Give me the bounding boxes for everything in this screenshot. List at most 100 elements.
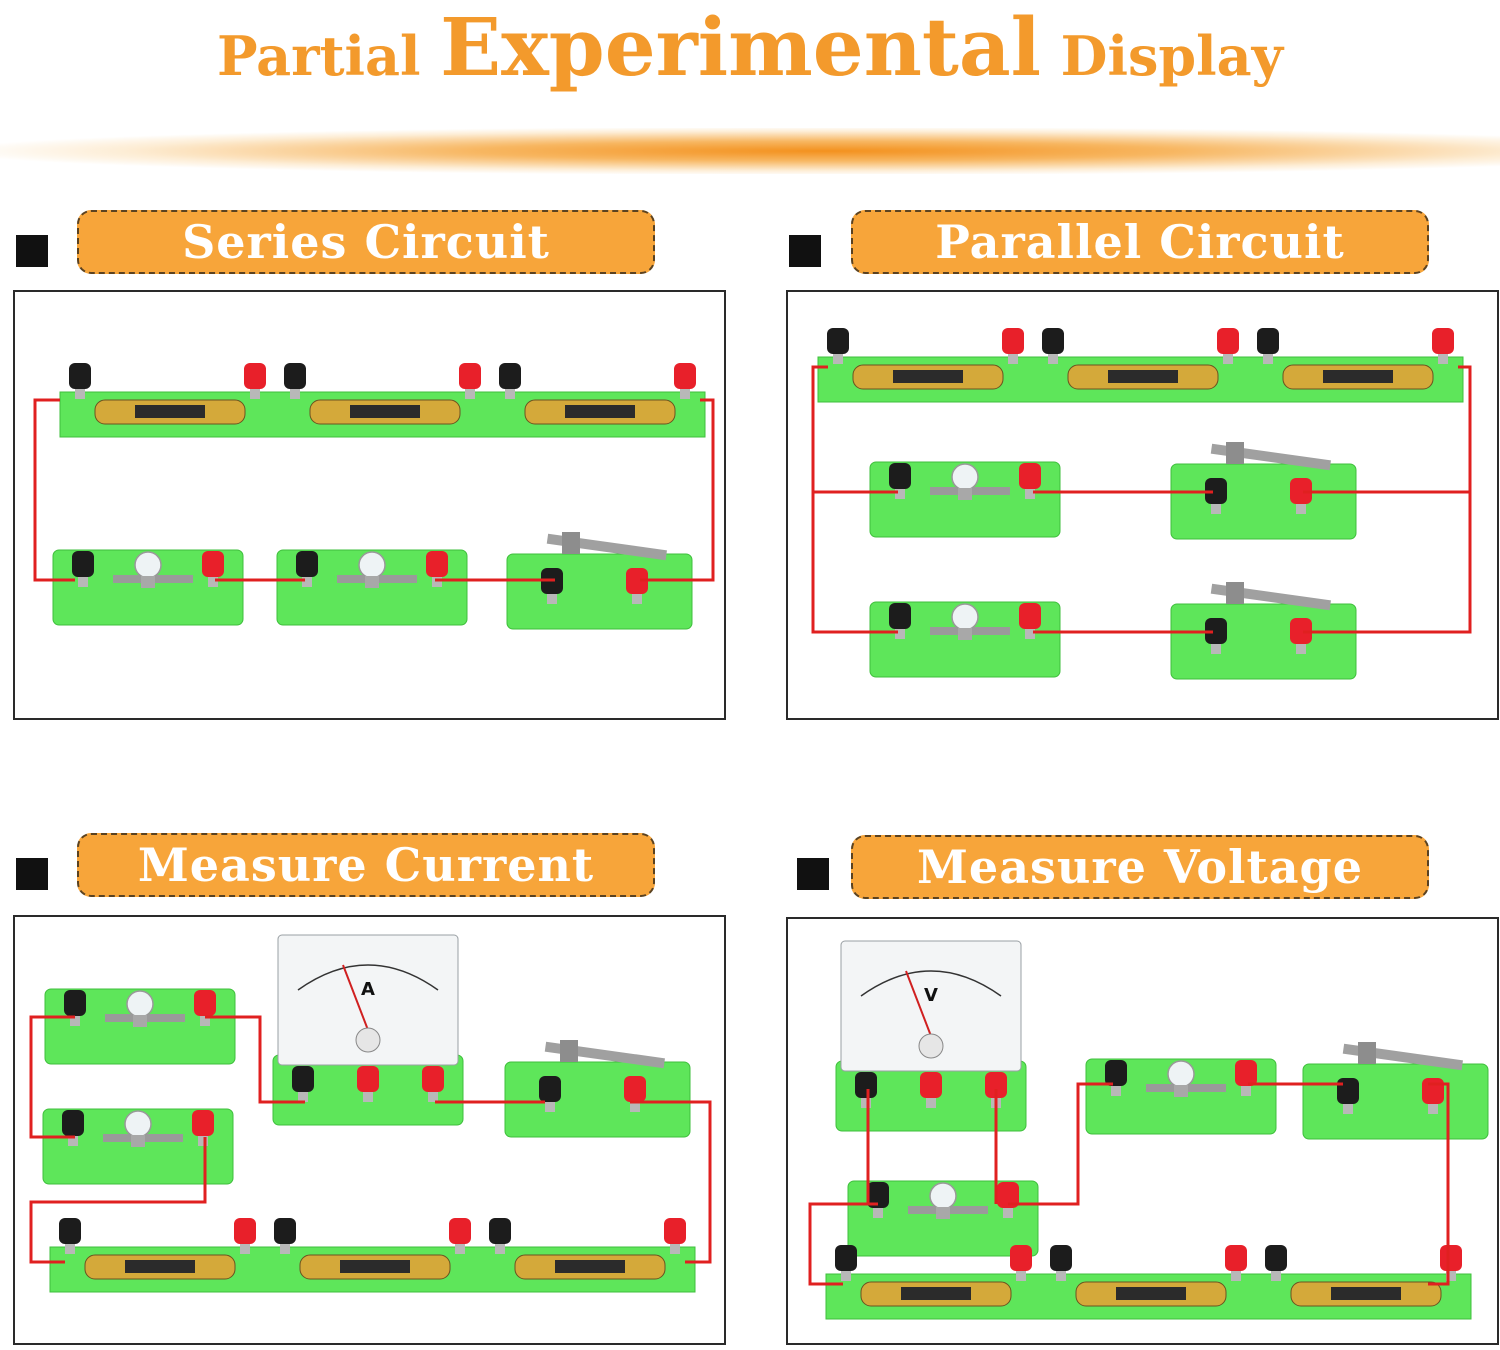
red-terminal-post (357, 1066, 379, 1102)
black-terminal-post (1042, 328, 1064, 364)
red-terminal-post (202, 551, 224, 587)
battery-label (125, 1260, 195, 1273)
red-terminal-post (1290, 618, 1312, 654)
bulb-socket (958, 628, 972, 640)
black-terminal-post (827, 328, 849, 364)
bulb-socket (958, 488, 972, 500)
battery-label (350, 405, 420, 418)
wire (1428, 1082, 1450, 1286)
section-bullet-current (16, 858, 48, 890)
wire (33, 398, 75, 582)
title-word-partial: Partial (216, 24, 421, 88)
measure-current-illustration: A (29, 934, 712, 1293)
red-terminal-post (1019, 463, 1041, 499)
black-terminal-post (889, 463, 911, 499)
title-word-experimental: Experimental (440, 0, 1042, 94)
red-terminal-post (624, 1076, 646, 1112)
wire (29, 1137, 207, 1264)
wire (29, 1015, 75, 1139)
red-terminal-post (920, 1072, 942, 1108)
bulb-socket (131, 1135, 145, 1147)
ammeter-needle (342, 964, 369, 1031)
ammeter-adjust-knob (355, 1027, 381, 1053)
wire (808, 1202, 878, 1286)
light-bulb-icon (134, 551, 162, 579)
wire (1303, 365, 1472, 634)
battery-label (893, 370, 963, 383)
red-terminal-post (1019, 603, 1041, 639)
battery-label (565, 405, 635, 418)
light-bulb-icon (126, 990, 154, 1018)
black-terminal-post (62, 1110, 84, 1146)
wire (630, 1100, 712, 1264)
black-terminal-post (1205, 478, 1227, 514)
voltmeter-scale (860, 970, 1002, 997)
page-title: Partial Experimental Display (0, 0, 1500, 100)
red-terminal-post (1432, 328, 1454, 364)
black-terminal-post (64, 990, 86, 1026)
red-terminal-post (192, 1110, 214, 1146)
light-bulb-icon (951, 603, 979, 631)
black-terminal-post (1105, 1060, 1127, 1096)
black-terminal-post (539, 1076, 561, 1112)
battery-label (1331, 1287, 1401, 1300)
black-terminal-post (1050, 1245, 1072, 1281)
section-bullet-voltage (797, 858, 829, 890)
red-terminal-post (422, 1066, 444, 1102)
red-terminal-post (1235, 1060, 1257, 1096)
bulb-socket (133, 1015, 147, 1027)
bulb-socket (936, 1207, 950, 1219)
battery-label (901, 1287, 971, 1300)
red-terminal-post (1010, 1245, 1032, 1281)
battery-label (1116, 1287, 1186, 1300)
black-terminal-post (292, 1066, 314, 1102)
green-base-board (504, 1061, 691, 1138)
red-terminal-post (449, 1218, 471, 1254)
ammeter-symbol: A (361, 979, 375, 1000)
black-terminal-post (296, 551, 318, 587)
bulb-socket (1174, 1085, 1188, 1097)
red-terminal-post (1440, 1245, 1462, 1281)
black-terminal-post (489, 1218, 511, 1254)
green-base-board (1302, 1063, 1489, 1140)
battery-label (135, 405, 205, 418)
battery-label (1323, 370, 1393, 383)
ammeter-housing (277, 934, 459, 1066)
red-terminal-post (674, 363, 696, 399)
green-base-board (506, 553, 693, 630)
title-word-display: Display (1060, 24, 1284, 88)
red-terminal-post (626, 568, 648, 604)
wire (640, 398, 715, 582)
parallel-circuit-panel (786, 290, 1499, 720)
light-bulb-icon (929, 1182, 957, 1210)
title-underline-glow (0, 128, 1500, 174)
black-terminal-post (889, 603, 911, 639)
measure-current-panel: A (13, 915, 726, 1345)
series-circuit-panel (13, 290, 726, 720)
black-terminal-post (274, 1218, 296, 1254)
voltmeter-needle (905, 970, 932, 1037)
series-circuit-illustration (33, 363, 715, 630)
light-bulb-icon (358, 551, 386, 579)
section-label-series: Series Circuit (77, 210, 655, 274)
wire (205, 1015, 305, 1104)
switch-hinge (1358, 1042, 1376, 1064)
wire (811, 365, 898, 634)
black-terminal-post (855, 1072, 877, 1108)
voltmeter-symbol: V (924, 985, 938, 1006)
black-terminal-post (69, 363, 91, 399)
section-bullet-series (16, 235, 48, 267)
battery-label (1108, 370, 1178, 383)
section-label-current: Measure Current (77, 833, 655, 897)
bulb-socket (141, 576, 155, 588)
red-terminal-post (997, 1182, 1019, 1218)
red-terminal-post (1290, 478, 1312, 514)
red-terminal-post (194, 990, 216, 1026)
black-terminal-post (59, 1218, 81, 1254)
black-terminal-post (1257, 328, 1279, 364)
red-terminal-post (234, 1218, 256, 1254)
switch-hinge (562, 532, 580, 554)
red-terminal-post (664, 1218, 686, 1254)
section-label-parallel: Parallel Circuit (851, 210, 1429, 274)
voltmeter-housing (840, 940, 1022, 1072)
